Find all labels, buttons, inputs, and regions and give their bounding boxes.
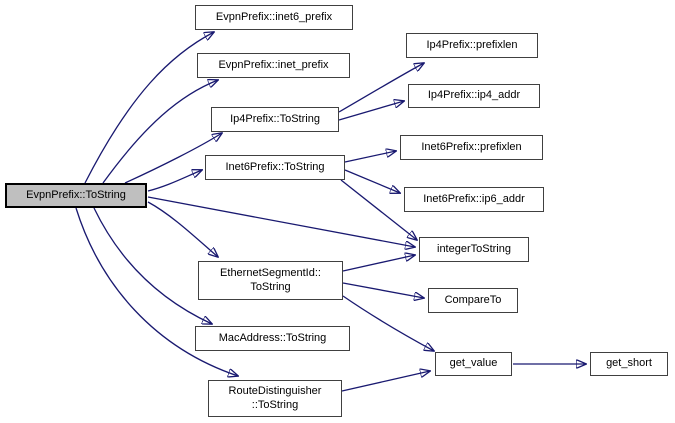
node-label: get_value [449, 357, 498, 370]
edge-ip4-tostring-to-ip4-addr [338, 101, 404, 121]
node-label: MacAddress::ToString [218, 331, 327, 344]
node-compareto[interactable]: CompareTo [428, 288, 518, 313]
node-inet6prefix-ip6-addr[interactable]: Inet6Prefix::ip6_addr [404, 187, 544, 212]
edge-inet6-tostring-to-prefixlen [344, 151, 396, 163]
node-label: Inet6Prefix::ip6_addr [423, 192, 525, 205]
edge-evpn-to-inet6-tostring [147, 170, 202, 192]
node-get-value[interactable]: get_value [435, 352, 512, 376]
node-inet6prefix-prefixlen[interactable]: Inet6Prefix::prefixlen [400, 135, 543, 160]
node-label: CompareTo [444, 293, 502, 306]
edge-evpn-to-mac [93, 207, 212, 324]
node-label: Ip4Prefix::ip4_addr [427, 89, 521, 102]
node-label: Inet6Prefix::prefixlen [421, 140, 522, 153]
node-label-line2: ::ToString [251, 398, 299, 411]
edge-ethseg-to-integertostring [342, 255, 415, 272]
edge-inet6-tostring-to-ip6-addr [344, 169, 400, 193]
node-routedistinguisher-tostring[interactable]: RouteDistinguisher ::ToString [208, 380, 342, 417]
node-ip4prefix-prefixlen[interactable]: Ip4Prefix::prefixlen [406, 33, 538, 58]
node-label: integerToString [437, 242, 511, 255]
node-ethernetsegmentid-tostring[interactable]: EthernetSegmentId:: ToString [198, 261, 343, 300]
node-label: get_short [606, 357, 652, 370]
node-ip4prefix-ip4-addr[interactable]: Ip4Prefix::ip4_addr [408, 84, 540, 108]
node-label: EvpnPrefix::inet6_prefix [215, 10, 333, 23]
node-evpnprefix-inet-prefix[interactable]: EvpnPrefix::inet_prefix [197, 53, 350, 78]
node-label-line2: ToString [250, 280, 291, 293]
edge-evpn-to-inet6-prefix [84, 32, 214, 184]
node-label: Ip4Prefix::prefixlen [426, 38, 518, 51]
edge-ethseg-to-get-value [342, 295, 434, 351]
node-label: Ip4Prefix::ToString [230, 112, 320, 125]
node-label: Inet6Prefix::ToString [225, 160, 325, 173]
node-macaddress-tostring[interactable]: MacAddress::ToString [195, 326, 350, 351]
node-get-short[interactable]: get_short [590, 352, 668, 376]
node-label-line1: RouteDistinguisher [228, 384, 322, 397]
edge-evpn-to-inet-prefix [102, 80, 218, 184]
node-integertostring[interactable]: integerToString [419, 237, 529, 262]
node-label-line1: EthernetSegmentId:: [220, 266, 321, 279]
edge-rd-to-get-value [341, 371, 430, 392]
edge-evpn-to-integertostring [147, 196, 415, 247]
node-inet6prefix-tostring[interactable]: Inet6Prefix::ToString [205, 155, 345, 180]
node-ip4prefix-tostring[interactable]: Ip4Prefix::ToString [211, 107, 339, 132]
node-evpnprefix-inet6-prefix[interactable]: EvpnPrefix::inet6_prefix [195, 5, 353, 30]
edge-ethseg-to-compareto [342, 282, 424, 298]
node-label: EvpnPrefix::inet_prefix [218, 58, 329, 71]
node-label: EvpnPrefix::ToString [26, 188, 126, 201]
node-evpnprefix-tostring: EvpnPrefix::ToString [5, 183, 147, 208]
edge-evpn-to-ethseg [147, 201, 218, 257]
